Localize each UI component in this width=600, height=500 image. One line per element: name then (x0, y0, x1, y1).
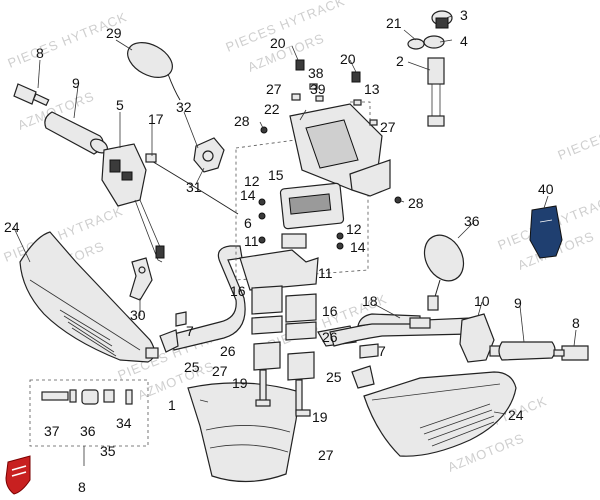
callout-label: 34 (116, 415, 132, 431)
callout-label: 35 (100, 443, 116, 459)
callout-label: 8 (572, 315, 580, 331)
callout-label: 26 (220, 343, 236, 359)
callout-label: 24 (508, 407, 524, 423)
callout-label: 27 (318, 447, 334, 463)
callout-label: 27 (380, 119, 396, 135)
callout-label: 11 (244, 233, 259, 249)
callout-label: 27 (266, 81, 282, 97)
brake-lever-left (145, 137, 239, 215)
callout-label: 14 (350, 239, 366, 255)
ignition-switch (407, 10, 453, 127)
callout-label: 27 (212, 363, 228, 379)
azmotors-shield-logo (5, 455, 31, 495)
callout-label: 28 (234, 113, 250, 129)
callout-label: 17 (148, 111, 164, 127)
callout-label: 25 (326, 369, 342, 385)
callout-labels: 8 9 29 5 32 17 31 24 30 7 25 1 20 20 38 … (4, 7, 580, 495)
callout-label: 28 (408, 195, 424, 211)
left-switch-housing (101, 143, 165, 263)
callout-label: 30 (130, 307, 146, 323)
callout-label: 38 (308, 65, 324, 81)
callout-label: 9 (514, 295, 522, 311)
guard-vents (59, 309, 117, 357)
callout-label: 14 (240, 187, 256, 203)
callout-label: 16 (230, 283, 246, 299)
callout-label: 20 (340, 51, 356, 67)
callout-label: 12 (346, 221, 362, 237)
callout-label: 32 (176, 99, 192, 115)
callout-label: 7 (378, 343, 386, 359)
handlebar (169, 245, 471, 351)
callout-label: 29 (106, 25, 122, 41)
callout-label: 1 (168, 397, 176, 413)
callout-label: 19 (232, 375, 248, 391)
callout-label: 9 (72, 75, 80, 91)
leader-lines (13, 15, 577, 466)
callout-label: 11 (318, 265, 333, 281)
callout-label: 5 (116, 97, 124, 113)
callout-label: 13 (364, 81, 380, 97)
callout-label: 10 (474, 293, 490, 309)
callout-label: 39 (310, 81, 326, 97)
accessory-group (29, 379, 149, 447)
watermark-text: PIECES HYTRACK (556, 101, 600, 163)
callout-label: 12 (244, 173, 260, 189)
callout-label: 21 (386, 15, 402, 31)
callout-label: 36 (80, 423, 96, 439)
right-mirror (423, 234, 465, 311)
callout-label: 4 (460, 33, 468, 49)
callout-label: 8 (36, 45, 44, 61)
center-instrument-assembly (235, 59, 402, 291)
right-hand-guard (351, 343, 517, 457)
part-40-module (529, 205, 563, 259)
guard-vents (419, 403, 495, 447)
front-cover (187, 382, 301, 483)
callout-label: 15 (268, 167, 284, 183)
callout-label: 19 (312, 409, 328, 425)
left-hand-guard (19, 231, 187, 363)
callout-label: 3 (460, 7, 468, 23)
callout-label: 26 (322, 329, 338, 345)
callout-label: 24 (4, 219, 20, 235)
callout-label: 22 (264, 101, 280, 117)
callout-label: 25 (184, 359, 200, 375)
callout-label: 16 (322, 303, 338, 319)
right-grip (498, 341, 589, 361)
callout-label: 37 (44, 423, 60, 439)
callout-label: 40 (538, 181, 554, 197)
callout-label: 2 (396, 53, 404, 69)
bracket-30 (129, 257, 153, 301)
callout-label: 36 (464, 213, 480, 229)
callout-label: 18 (362, 293, 378, 309)
callout-label: 20 (270, 35, 286, 51)
handlebar-clamps (251, 285, 317, 417)
left-mirror (127, 42, 181, 101)
callout-label: 6 (244, 215, 252, 231)
callout-label: 7 (186, 323, 194, 339)
callout-label: 8 (78, 479, 86, 495)
callout-label: 31 (186, 179, 202, 195)
